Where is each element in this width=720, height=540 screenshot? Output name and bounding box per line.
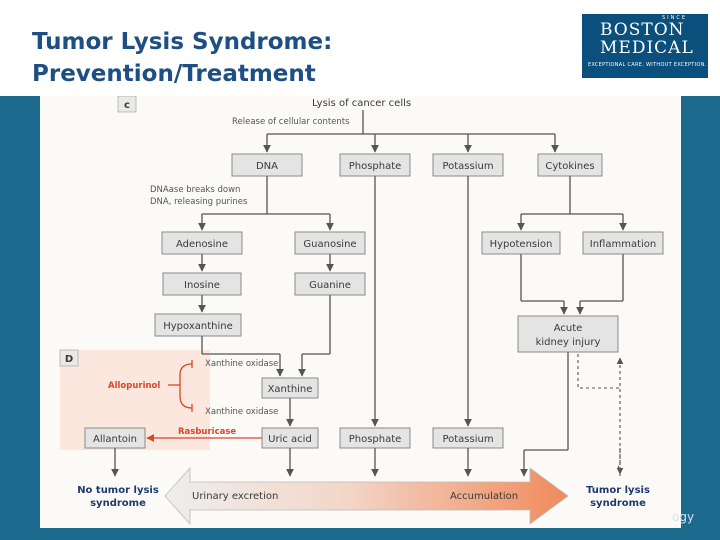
title-line-2: Prevention/Treatment bbox=[32, 61, 316, 87]
phosphate-final-label: Phosphate bbox=[349, 434, 402, 445]
rasburicase-label: Rasburicase bbox=[178, 427, 236, 437]
logo-since: SINCE bbox=[662, 15, 688, 21]
inflammation-label: Inflammation bbox=[590, 239, 656, 250]
accumulation-label: Accumulation bbox=[450, 491, 518, 502]
tls-label-1: Tumor lysis bbox=[586, 485, 650, 496]
panel-d-label-box bbox=[59, 349, 79, 367]
boston-medical-logo: SINCE BOSTON MEDICAL EXCEPTIONAL CARE. W… bbox=[582, 14, 708, 78]
allopurinol-bracket bbox=[179, 363, 193, 409]
uric-acid-label: Uric acid bbox=[268, 434, 312, 445]
no-tls-label-2: syndrome bbox=[90, 498, 146, 509]
phosphate-label: Phosphate bbox=[349, 161, 402, 172]
tls-diagram: D c Lysis of cancer cells Release of cel… bbox=[59, 96, 664, 526]
no-tls-label-1: No tumor lysis bbox=[77, 485, 159, 496]
logo-line-2: MEDICAL bbox=[600, 38, 694, 58]
panel-c-label-box bbox=[117, 96, 137, 113]
xanthine-oxidase-1: Xanthine oxidase bbox=[205, 359, 278, 369]
guanine-label: Guanine bbox=[309, 280, 351, 291]
urinary-excretion-label: Urinary excretion bbox=[192, 491, 278, 502]
panel-c-label: c bbox=[124, 100, 130, 111]
aki-box bbox=[517, 315, 619, 353]
xanthine-oxidase-2: Xanthine oxidase bbox=[205, 407, 278, 417]
dna-label: DNA bbox=[256, 161, 278, 172]
potassium-final-label: Potassium bbox=[442, 434, 493, 445]
hypoxanthine-label: Hypoxanthine bbox=[163, 321, 233, 332]
lysis-label: Lysis of cancer cells bbox=[312, 98, 411, 109]
hypoxanthine-box bbox=[154, 313, 242, 337]
title-line-1: Tumor Lysis Syndrome: bbox=[32, 29, 333, 55]
xanthine-label: Xanthine bbox=[268, 384, 313, 395]
release-label: Release of cellular contents bbox=[232, 117, 350, 127]
excretion-accumulation-arrow bbox=[164, 466, 569, 526]
inosine-label: Inosine bbox=[184, 280, 220, 291]
adenosine-label: Adenosine bbox=[176, 239, 228, 250]
hypotension-label: Hypotension bbox=[490, 239, 553, 250]
panel-d-label: D bbox=[65, 354, 73, 365]
cytokines-label: Cytokines bbox=[545, 161, 594, 172]
footer-text: ogy bbox=[672, 510, 695, 524]
slide-title: Tumor Lysis Syndrome: Prevention/Treatme… bbox=[32, 26, 332, 90]
guanosine-label: Guanosine bbox=[303, 239, 356, 250]
tls-label-2: syndrome bbox=[590, 498, 646, 509]
allantoin-label: Allantoin bbox=[93, 434, 137, 445]
allopurinol-label: Allopurinol bbox=[108, 381, 160, 391]
dnaase-label-1: DNAase breaks down bbox=[150, 185, 240, 195]
aki-label-2: kidney injury bbox=[536, 337, 601, 348]
feedback-dash-tail bbox=[617, 448, 621, 469]
logo-line-1: BOSTON bbox=[600, 20, 685, 40]
potassium-label: Potassium bbox=[442, 161, 493, 172]
logo-tagline: EXCEPTIONAL CARE. WITHOUT EXCEPTION. bbox=[588, 62, 707, 68]
slide-header: Tumor Lysis Syndrome: Prevention/Treatme… bbox=[0, 0, 720, 96]
aki-label-1: Acute bbox=[554, 323, 583, 334]
dnaase-label-2: DNA, releasing purines bbox=[150, 197, 248, 207]
feedback-dash bbox=[577, 354, 620, 389]
